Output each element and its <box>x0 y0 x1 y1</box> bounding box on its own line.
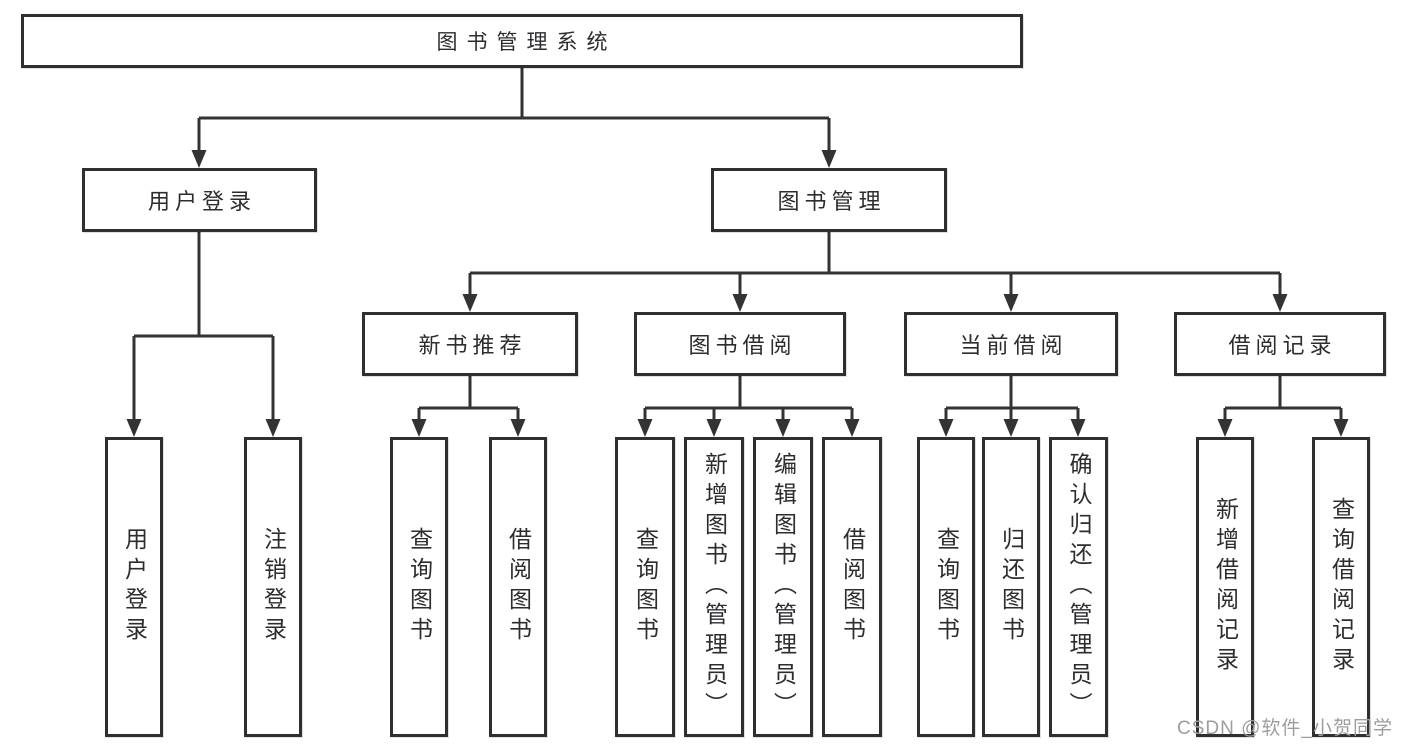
leaf-query-books-current: 查询图书 <box>917 437 975 737</box>
node-user-login: 用户登录 <box>82 168 317 232</box>
leaf-borrow-books: 借阅图书 <box>822 437 882 737</box>
node-label: 借阅记录 <box>1228 333 1337 358</box>
leaf-query-books-borrow: 查询图书 <box>615 437 675 737</box>
leaf-query-borrow-record: 查询借阅记录 <box>1312 437 1370 737</box>
node-label: 图书管理 <box>777 189 886 214</box>
leaf-logout: 注销登录 <box>244 437 302 737</box>
node-book-management: 图书管理 <box>711 168 947 232</box>
leaf-query-books-recommend: 查询图书 <box>390 437 448 737</box>
node-new-book-recommend: 新书推荐 <box>362 312 578 376</box>
watermark-text: CSDN @软件_小贺同学 <box>1177 718 1393 739</box>
node-label: 新增借阅记录 <box>1212 497 1239 677</box>
node-label: 图书管理系统 <box>436 31 617 54</box>
node-label: 确认归还（管理员） <box>1066 452 1092 722</box>
node-label: 借阅图书 <box>839 527 866 647</box>
node-book-borrow: 图书借阅 <box>634 312 846 376</box>
node-label: 编辑图书（管理员） <box>770 452 797 722</box>
node-label: 图书借阅 <box>688 333 797 358</box>
node-borrow-records: 借阅记录 <box>1174 312 1386 376</box>
node-label: 注销登录 <box>260 527 287 647</box>
node-label: 用户登录 <box>147 189 256 214</box>
node-label: 用户登录 <box>121 527 148 647</box>
node-label: 当前借阅 <box>959 333 1068 358</box>
node-label: 新书推荐 <box>418 333 527 358</box>
node-label: 查询借阅记录 <box>1328 497 1355 677</box>
node-root: 图书管理系统 <box>21 14 1023 68</box>
leaf-confirm-return-admin: 确认归还（管理员） <box>1049 437 1108 737</box>
leaf-borrow-books-recommend: 借阅图书 <box>489 437 547 737</box>
node-label: 查询图书 <box>632 527 659 647</box>
node-current-borrow: 当前借阅 <box>904 312 1118 376</box>
leaf-add-borrow-record: 新增借阅记录 <box>1196 437 1254 737</box>
node-label: 新增图书（管理员） <box>701 452 728 722</box>
node-label: 归还图书 <box>998 527 1025 647</box>
leaf-edit-books-admin: 编辑图书（管理员） <box>753 437 813 737</box>
leaf-return-books: 归还图书 <box>982 437 1040 737</box>
node-label: 借阅图书 <box>505 527 532 647</box>
leaf-user-login: 用户登录 <box>105 437 163 737</box>
leaf-add-books-admin: 新增图书（管理员） <box>684 437 744 737</box>
node-label: 查询图书 <box>406 527 433 647</box>
node-label: 查询图书 <box>933 527 960 647</box>
